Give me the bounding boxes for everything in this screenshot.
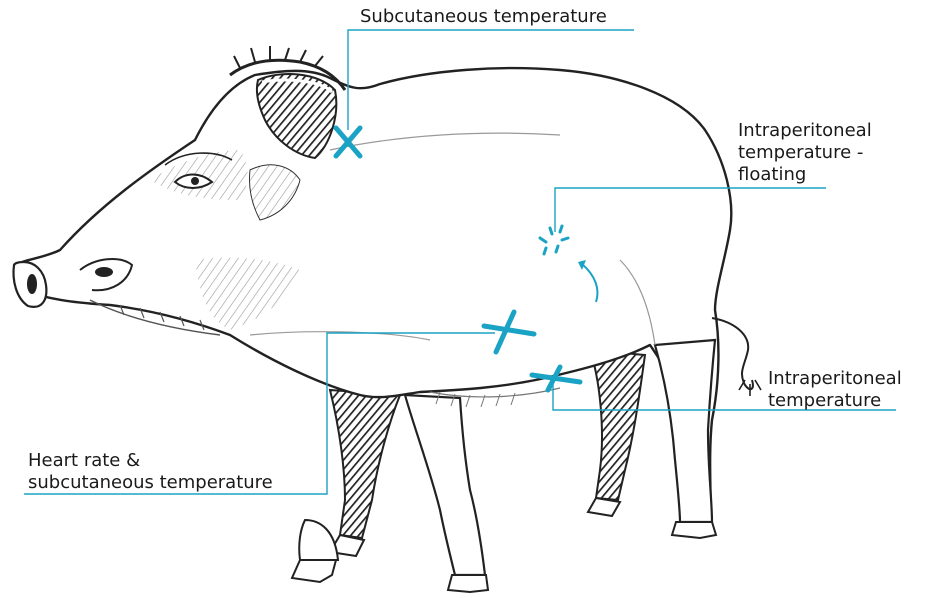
leg-front-far bbox=[330, 390, 400, 538]
label-floating-line-2: temperature - bbox=[738, 142, 872, 164]
label-heart-rate-line-1: Heart rate & bbox=[28, 450, 273, 472]
leg-front-near bbox=[405, 395, 485, 575]
label-intraperitoneal-floating: Intraperitoneal temperature - floating bbox=[738, 120, 872, 186]
label-subcutaneous-text: Subcutaneous temperature bbox=[360, 6, 607, 28]
label-floating-line-3: floating bbox=[738, 164, 872, 186]
leg-rear-near bbox=[655, 340, 715, 522]
label-intraperitoneal-line-2: temperature bbox=[768, 390, 902, 412]
label-heart-rate-line-2: subcutaneous temperature bbox=[28, 472, 273, 494]
label-intraperitoneal-temperature: Intraperitoneal temperature bbox=[768, 368, 902, 412]
label-subcutaneous-temperature: Subcutaneous temperature bbox=[360, 6, 607, 28]
label-heart-rate: Heart rate & subcutaneous temperature bbox=[28, 450, 273, 494]
label-floating-line-1: Intraperitoneal bbox=[738, 120, 872, 142]
leg-rear-far bbox=[590, 350, 645, 500]
label-intraperitoneal-line-1: Intraperitoneal bbox=[768, 368, 902, 390]
